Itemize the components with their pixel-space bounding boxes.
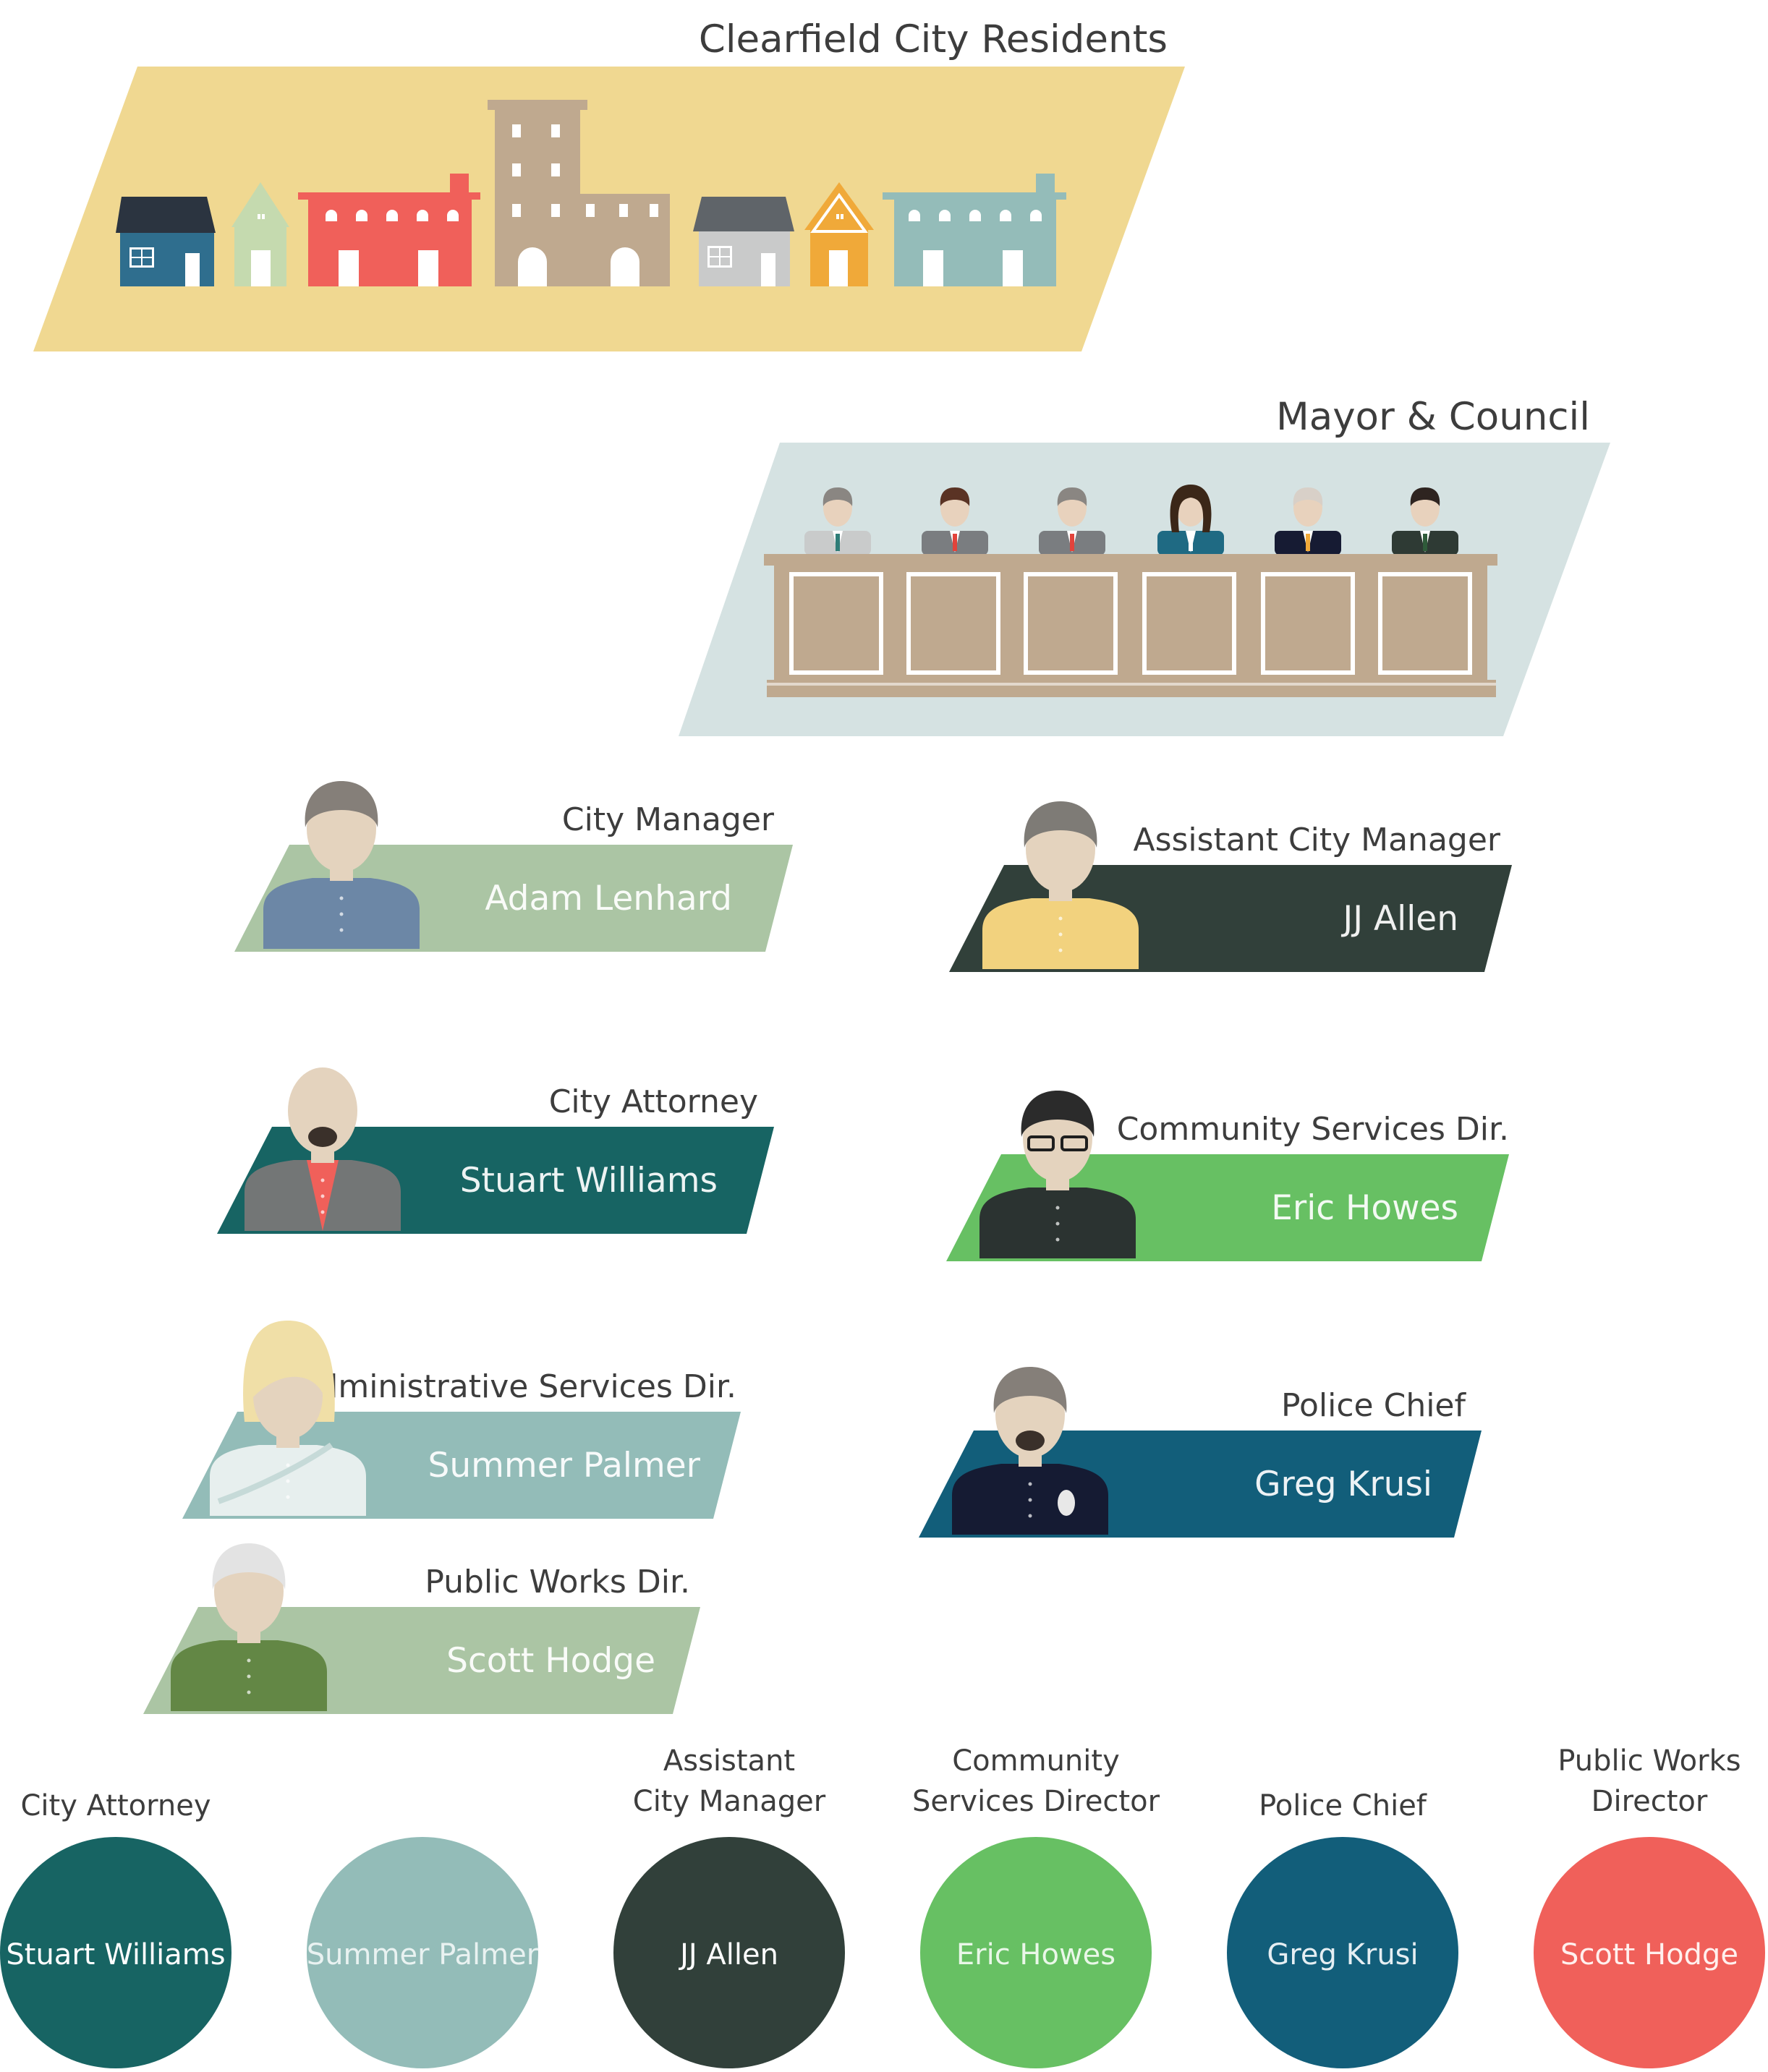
person-avatar-icon (245, 1067, 401, 1231)
house-sage (231, 182, 289, 286)
name-circle (920, 1837, 1152, 2068)
council-desk (764, 554, 1497, 697)
building-tan (488, 100, 670, 286)
name-circle-item: Summer Palmer (307, 1837, 539, 2068)
circle-name: Eric Howes (956, 1938, 1115, 1971)
person-avatar-icon (979, 1091, 1136, 1258)
name-circle (1534, 1837, 1765, 2068)
circle-name: JJ Allen (678, 1938, 778, 1971)
circle-role-line2: Police Chief (1259, 1789, 1427, 1822)
council-member (1039, 487, 1105, 555)
house-teal (883, 174, 1066, 286)
council-members (804, 485, 1458, 555)
staff-role: City Attorney (549, 1083, 758, 1120)
name-circle (307, 1837, 538, 2068)
name-circle (613, 1837, 845, 2068)
staff-name: Summer Palmer (428, 1446, 701, 1485)
council-section: Mayor & Council (679, 395, 1610, 736)
beard-icon (1016, 1431, 1045, 1451)
circle-name: Scott Hodge (1560, 1938, 1738, 1971)
residents-title: Clearfield City Residents (699, 17, 1168, 61)
circle-role-line1: Community (952, 1744, 1120, 1778)
circle-role-line1: Public Works (1557, 1744, 1741, 1778)
council-member (922, 487, 988, 555)
desk-panel (906, 572, 1000, 675)
desk-panel (1142, 572, 1236, 675)
glasses-icon (1027, 1135, 1055, 1151)
house-gray (693, 197, 794, 286)
circle-name: Stuart Williams (6, 1938, 225, 1971)
staff-role: City Manager (562, 801, 775, 838)
desk-panel (1024, 572, 1118, 675)
staff-role: Administrative Services Dir. (297, 1368, 736, 1405)
staff-name: Stuart Williams (460, 1161, 718, 1201)
houses-illustration (116, 100, 1066, 286)
staff-card: Public Works Dir. Scott Hodge (143, 1543, 700, 1714)
name-circle (1227, 1837, 1458, 2068)
desk-panel (1378, 572, 1472, 675)
circle-role-line2: Services Director (912, 1785, 1160, 1818)
circle-role-line2: Director (1591, 1785, 1708, 1818)
name-circle-item: Greg Krusi Police Chief (1227, 1789, 1458, 2068)
person-avatar-icon (263, 781, 420, 949)
name-circle-item: Stuart Williams City Attorney (0, 1789, 231, 2068)
desk-panels (789, 572, 1472, 675)
badge-icon (1058, 1490, 1075, 1516)
staff-card: Community Services Dir. Eric Howes (946, 1091, 1509, 1261)
person-avatar-icon (210, 1321, 366, 1516)
desk-panel (1261, 572, 1355, 675)
circle-name: Summer Palmer (307, 1938, 539, 1971)
council-member (1157, 485, 1224, 555)
staff-role: Police Chief (1281, 1387, 1466, 1424)
residents-section: Clearfield City Residents (33, 17, 1185, 351)
staff-role: Assistant City Manager (1133, 822, 1500, 858)
beard-icon (308, 1127, 337, 1147)
staff-name: Eric Howes (1271, 1188, 1458, 1228)
circle-name: Greg Krusi (1267, 1938, 1418, 1971)
name-circle (0, 1837, 231, 2068)
person-avatar-icon (982, 801, 1139, 969)
house-orange (804, 182, 874, 286)
house-red (298, 174, 480, 286)
staff-role: Community Services Dir. (1117, 1111, 1509, 1148)
council-member (1275, 487, 1341, 555)
person-avatar-icon (952, 1367, 1108, 1535)
staff-name: Scott Hodge (446, 1641, 655, 1681)
desk-panel (789, 572, 883, 675)
staff-name: Adam Lenhard (485, 879, 732, 918)
council-title: Mayor & Council (1276, 395, 1590, 439)
circle-role-line2: City Manager (633, 1785, 826, 1818)
staff-name: JJ Allen (1340, 899, 1458, 939)
house-blue (116, 197, 216, 286)
council-member (804, 487, 871, 555)
staff-role: Public Works Dir. (425, 1564, 690, 1600)
council-member (1392, 487, 1458, 555)
staff-card: Administrative Services Dir. Summer Palme… (182, 1321, 741, 1519)
circle-role-line2: City Attorney (21, 1789, 211, 1822)
person-avatar-icon (171, 1543, 327, 1711)
circle-role-line1: Assistant (663, 1744, 795, 1778)
staff-card: Assistant City Manager JJ Allen (949, 801, 1512, 972)
staff-name: Greg Krusi (1254, 1465, 1432, 1504)
